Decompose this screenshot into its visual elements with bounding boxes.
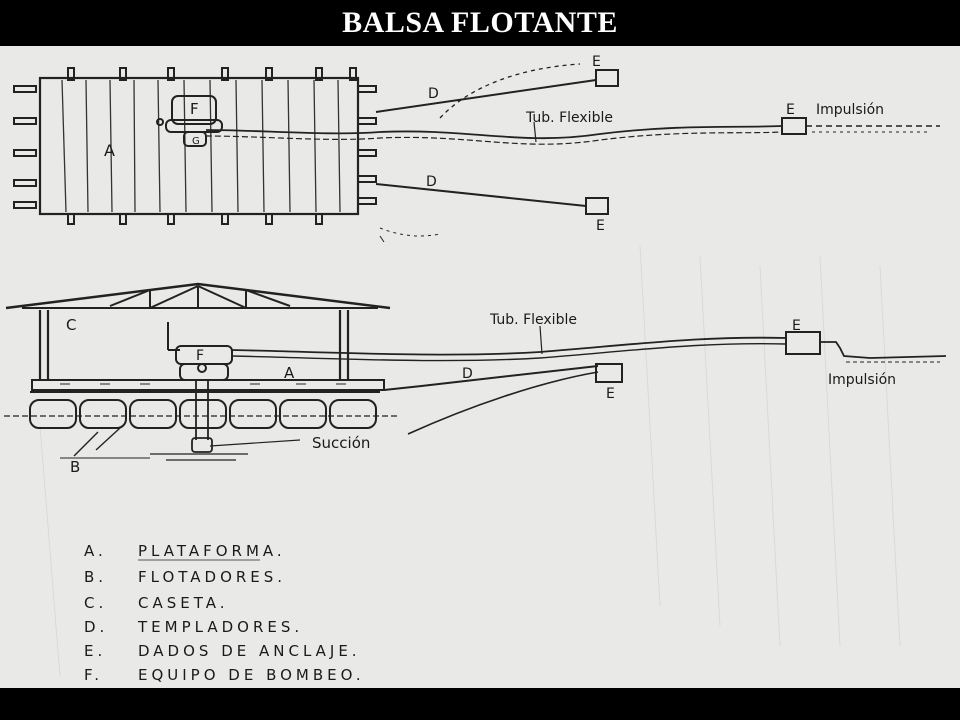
elevation-roof <box>5 282 391 310</box>
plan-view <box>13 63 940 243</box>
elevation-shore-profile <box>820 341 947 359</box>
plan-flexible-hose <box>205 125 783 140</box>
elevation-lake-bed <box>407 371 599 435</box>
elev-label-c: C <box>66 316 76 334</box>
elev-label-d: D <box>462 366 473 382</box>
bottom-bar <box>0 688 960 720</box>
elev-label-a: A <box>284 364 295 382</box>
legend-item: F. EQUIPO DE BOMBEO. <box>84 666 365 684</box>
elev-label-tub-flexible: Tub. Flexible <box>489 312 577 328</box>
legend-text: TEMPLADORES. <box>137 618 303 636</box>
plan-tensioner-top <box>375 79 597 113</box>
elevation-flexible-hose <box>231 336 787 356</box>
legend-item: E. DADOS DE ANCLAJE. <box>84 642 361 660</box>
plan-float-stubs-bottom <box>67 213 323 225</box>
legend-item: D. TEMPLADORES. <box>84 618 303 636</box>
slide-title: BALSA FLOTANTE <box>342 6 618 39</box>
legend-text: PLATAFORMA. <box>138 542 286 560</box>
plan-label-d-bottom: D <box>426 174 437 190</box>
elev-label-e-water: E <box>606 386 615 402</box>
plan-anchor-impulsion <box>781 117 807 135</box>
elev-label-f: F <box>196 348 204 364</box>
legend-item: C. CASETA. <box>84 594 229 612</box>
plan-view-labels: A F G D D E E E Tub. Flexible Impulsión <box>104 54 884 234</box>
elevation-tensioner <box>383 365 599 391</box>
plan-label-g: G <box>192 136 200 147</box>
plan-label-e-bottom: E <box>596 218 605 234</box>
legend-letter: C. <box>84 594 107 612</box>
legend-item: B. FLOTADORES. <box>84 568 286 586</box>
plan-label-e-top: E <box>592 54 601 70</box>
elevation-anchor-shore <box>785 331 821 355</box>
legend-letter: A. <box>84 542 107 560</box>
legend-letter: D. <box>84 618 108 636</box>
plan-float-stubs-left <box>13 85 37 209</box>
elevation-anchor-water <box>595 363 623 383</box>
floating-raft-diagram: A F G D D E E E Tub. Flexible Impulsión <box>4 54 947 684</box>
plan-label-a: A <box>104 141 115 160</box>
legend-letter: B. <box>84 568 107 586</box>
legend-text: CASETA. <box>138 594 229 612</box>
elevation-floats <box>29 391 380 429</box>
plan-label-d-top: D <box>428 86 439 102</box>
elevation-suction-pipe <box>60 380 248 461</box>
plan-anchor-bottom <box>585 197 609 215</box>
elevation-view <box>4 282 947 461</box>
title-bar: BALSA FLOTANTE <box>0 0 960 46</box>
legend-letter: F. <box>84 666 103 684</box>
plan-anchor-top <box>595 69 619 87</box>
plan-pump-unit <box>156 95 223 147</box>
elevation-posts <box>38 310 350 380</box>
plan-label-impulsion: Impulsión <box>816 102 884 118</box>
plan-float-stubs-right <box>357 85 377 205</box>
diagram-sheet: A F G D D E E E Tub. Flexible Impulsión <box>0 46 960 688</box>
elev-label-succion: Succión <box>312 434 370 452</box>
plan-label-f: F <box>190 100 199 118</box>
elevation-view-labels: C F A B D E E Tub. Flexible Impulsión Su… <box>66 312 896 476</box>
paper-texture <box>39 245 901 677</box>
plan-float-stubs-top <box>67 67 357 81</box>
elev-label-impulsion: Impulsión <box>828 372 896 388</box>
plan-tensioner-bottom <box>375 183 587 207</box>
legend-text: FLOTADORES. <box>138 568 286 586</box>
plan-label-e-impulsion: E <box>786 102 795 118</box>
legend-item: A. PLATAFORMA. <box>84 542 286 560</box>
elev-label-e-shore: E <box>792 318 801 334</box>
legend: A. PLATAFORMA. B. FLOTADORES. C. CASETA.… <box>84 542 365 684</box>
legend-text: EQUIPO DE BOMBEO. <box>138 666 365 684</box>
elev-label-b: B <box>70 458 80 476</box>
plan-platform <box>38 76 360 216</box>
legend-text: DADOS DE ANCLAJE. <box>138 642 361 660</box>
legend-letter: E. <box>84 642 106 660</box>
plan-label-tub-flexible: Tub. Flexible <box>525 110 613 126</box>
